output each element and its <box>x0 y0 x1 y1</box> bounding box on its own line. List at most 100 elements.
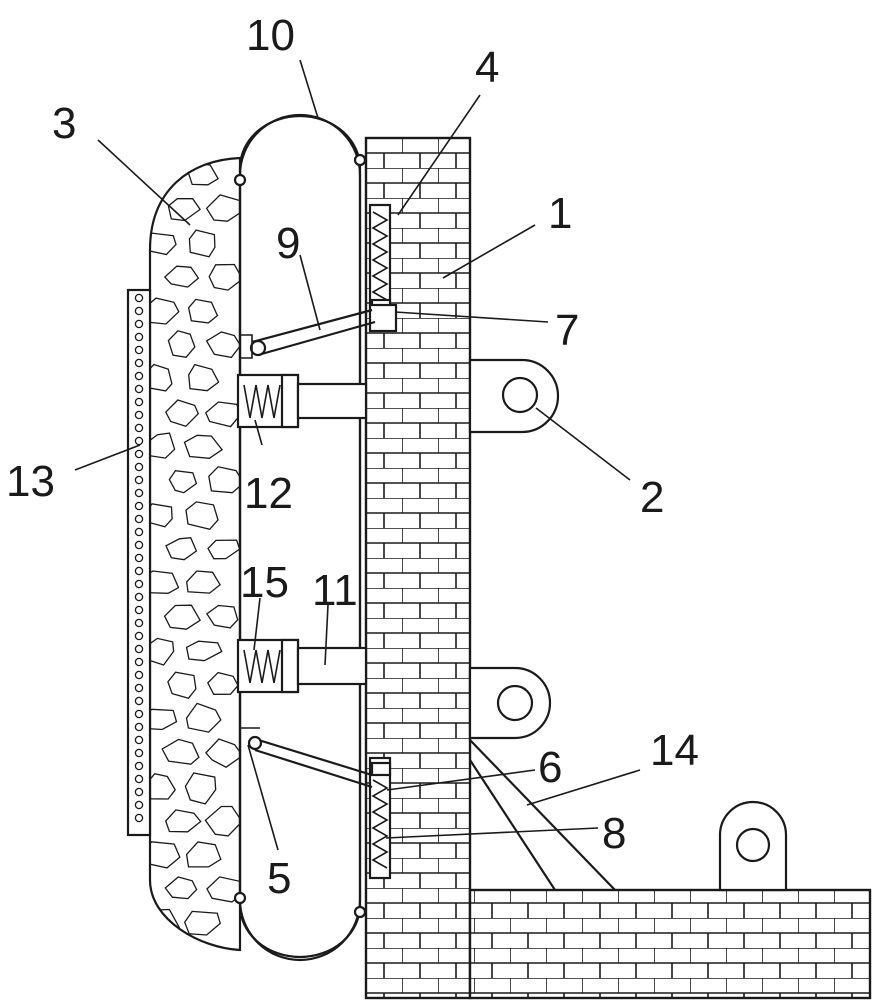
leader-lines <box>74 59 641 851</box>
stone-texture <box>168 470 198 494</box>
stone-texture <box>150 232 177 256</box>
label-4: 4 <box>475 43 499 92</box>
perforation-hole <box>134 319 144 329</box>
lower-connecting-rod <box>240 727 373 789</box>
perforation-hole <box>134 605 144 615</box>
perforation-hole <box>134 514 144 524</box>
perforation-hole <box>134 774 144 784</box>
perforation-hole <box>134 657 144 667</box>
label-2: 2 <box>640 473 664 522</box>
perforation-hole <box>134 618 144 628</box>
stone-texture <box>161 738 200 765</box>
perforation-hole <box>134 670 144 680</box>
label-13: 13 <box>6 457 55 506</box>
stone-texture <box>183 910 222 936</box>
stone-texture <box>150 637 175 666</box>
stone-texture <box>165 537 198 561</box>
perforation-hole <box>134 566 144 576</box>
perforation-hole <box>134 722 144 732</box>
lower-damper <box>236 638 368 694</box>
perforation-hole <box>134 813 144 823</box>
perforation-hole <box>134 735 144 745</box>
perforation-hole <box>134 423 144 433</box>
support-ribs <box>469 739 616 891</box>
stone-texture <box>187 163 219 186</box>
mounting-lug-lower <box>468 666 552 740</box>
label-15: 15 <box>240 558 289 607</box>
stone-texture <box>185 640 223 662</box>
perforation-hole <box>134 475 144 485</box>
stone-texture <box>164 876 198 900</box>
perforation-hole <box>134 761 144 771</box>
label-7: 7 <box>555 306 579 355</box>
stone-texture <box>187 298 219 324</box>
perforation-hole <box>134 501 144 511</box>
stone-texture <box>183 434 224 459</box>
base-plate <box>468 888 872 1000</box>
part-labels: 10 4 3 1 9 7 2 13 12 15 11 14 6 8 5 <box>6 11 699 903</box>
lower-spring-slot <box>368 756 392 880</box>
stone-texture <box>207 671 239 695</box>
perforation-hole <box>134 306 144 316</box>
perforated-strip <box>126 288 152 837</box>
stone-texture <box>207 539 240 560</box>
stone-texture <box>206 604 239 629</box>
stone-texture <box>163 265 200 288</box>
stone-texture <box>150 297 180 325</box>
perforation-hole <box>134 592 144 602</box>
mounting-lug-base <box>718 800 788 892</box>
stone-texture <box>208 263 240 291</box>
stone-texture <box>164 809 202 833</box>
stone-texture <box>150 503 173 528</box>
stone-texture <box>150 363 173 392</box>
stone-texture <box>188 229 216 258</box>
stone-texture <box>165 399 200 428</box>
label-12: 12 <box>244 469 293 518</box>
perforation-hole <box>134 371 144 381</box>
perforation-hole <box>134 358 144 368</box>
stone-texture <box>185 841 222 868</box>
stone-texture <box>208 466 240 494</box>
label-3: 3 <box>52 99 76 148</box>
perforation-hole <box>134 384 144 394</box>
stone-texture <box>150 772 176 800</box>
perforation-hole <box>134 683 144 693</box>
stone-texture <box>205 331 240 359</box>
stone-texture <box>205 401 240 428</box>
stone-texture <box>186 570 221 594</box>
stone-texture <box>150 708 178 731</box>
label-1: 1 <box>548 189 572 238</box>
stone-texture <box>167 330 196 359</box>
perforation-hole <box>134 709 144 719</box>
perforation-hole <box>134 332 144 342</box>
stone-texture <box>167 671 197 699</box>
stone-texture <box>204 805 240 837</box>
perforation-hole <box>134 631 144 641</box>
perforation-hole <box>134 293 144 303</box>
stone-texture <box>185 702 222 733</box>
stone-texture <box>184 772 217 805</box>
label-10: 10 <box>246 11 295 60</box>
stone-cushion <box>148 156 242 952</box>
stone-texture <box>150 160 176 191</box>
stone-texture <box>150 570 180 594</box>
label-11: 11 <box>312 566 358 615</box>
stone-texture <box>188 363 220 392</box>
label-9: 9 <box>276 219 300 268</box>
perforation-hole <box>134 462 144 472</box>
perforation-hole <box>134 449 144 459</box>
upper-connecting-rod <box>240 308 376 359</box>
perforation-hole <box>134 696 144 706</box>
stone-texture <box>150 841 181 869</box>
label-8: 8 <box>602 809 626 858</box>
stone-texture <box>205 738 240 768</box>
stone-texture <box>150 432 176 459</box>
perforation-hole <box>134 800 144 810</box>
label-14: 14 <box>650 726 699 775</box>
perforation-hole <box>134 410 144 420</box>
perforation-hole <box>134 436 144 446</box>
perforation-hole <box>134 579 144 589</box>
stone-texture <box>163 604 201 630</box>
